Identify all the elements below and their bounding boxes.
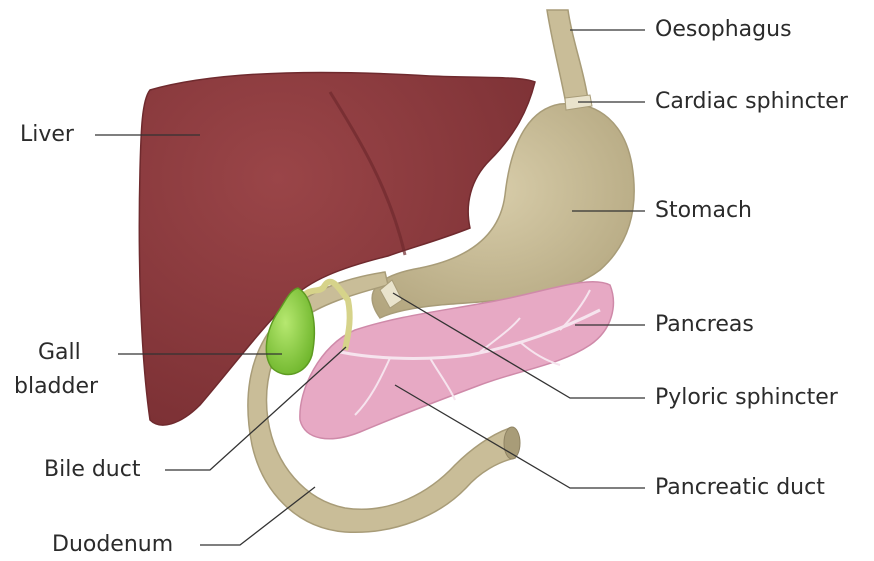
label-bladder: bladder <box>14 374 98 400</box>
oesophagus-shape <box>547 10 588 104</box>
label-bile-duct: Bile duct <box>44 457 140 483</box>
label-pancreas: Pancreas <box>655 312 754 338</box>
label-oesophagus: Oesophagus <box>655 17 792 43</box>
label-pyloric-sphincter: Pyloric sphincter <box>655 385 838 411</box>
label-cardiac-sphincter: Cardiac sphincter <box>655 89 848 115</box>
label-gall: Gall <box>38 340 81 366</box>
label-duodenum: Duodenum <box>52 532 173 558</box>
label-stomach: Stomach <box>655 198 752 224</box>
label-liver: Liver <box>20 122 74 148</box>
label-pancreatic-duct: Pancreatic duct <box>655 475 825 501</box>
